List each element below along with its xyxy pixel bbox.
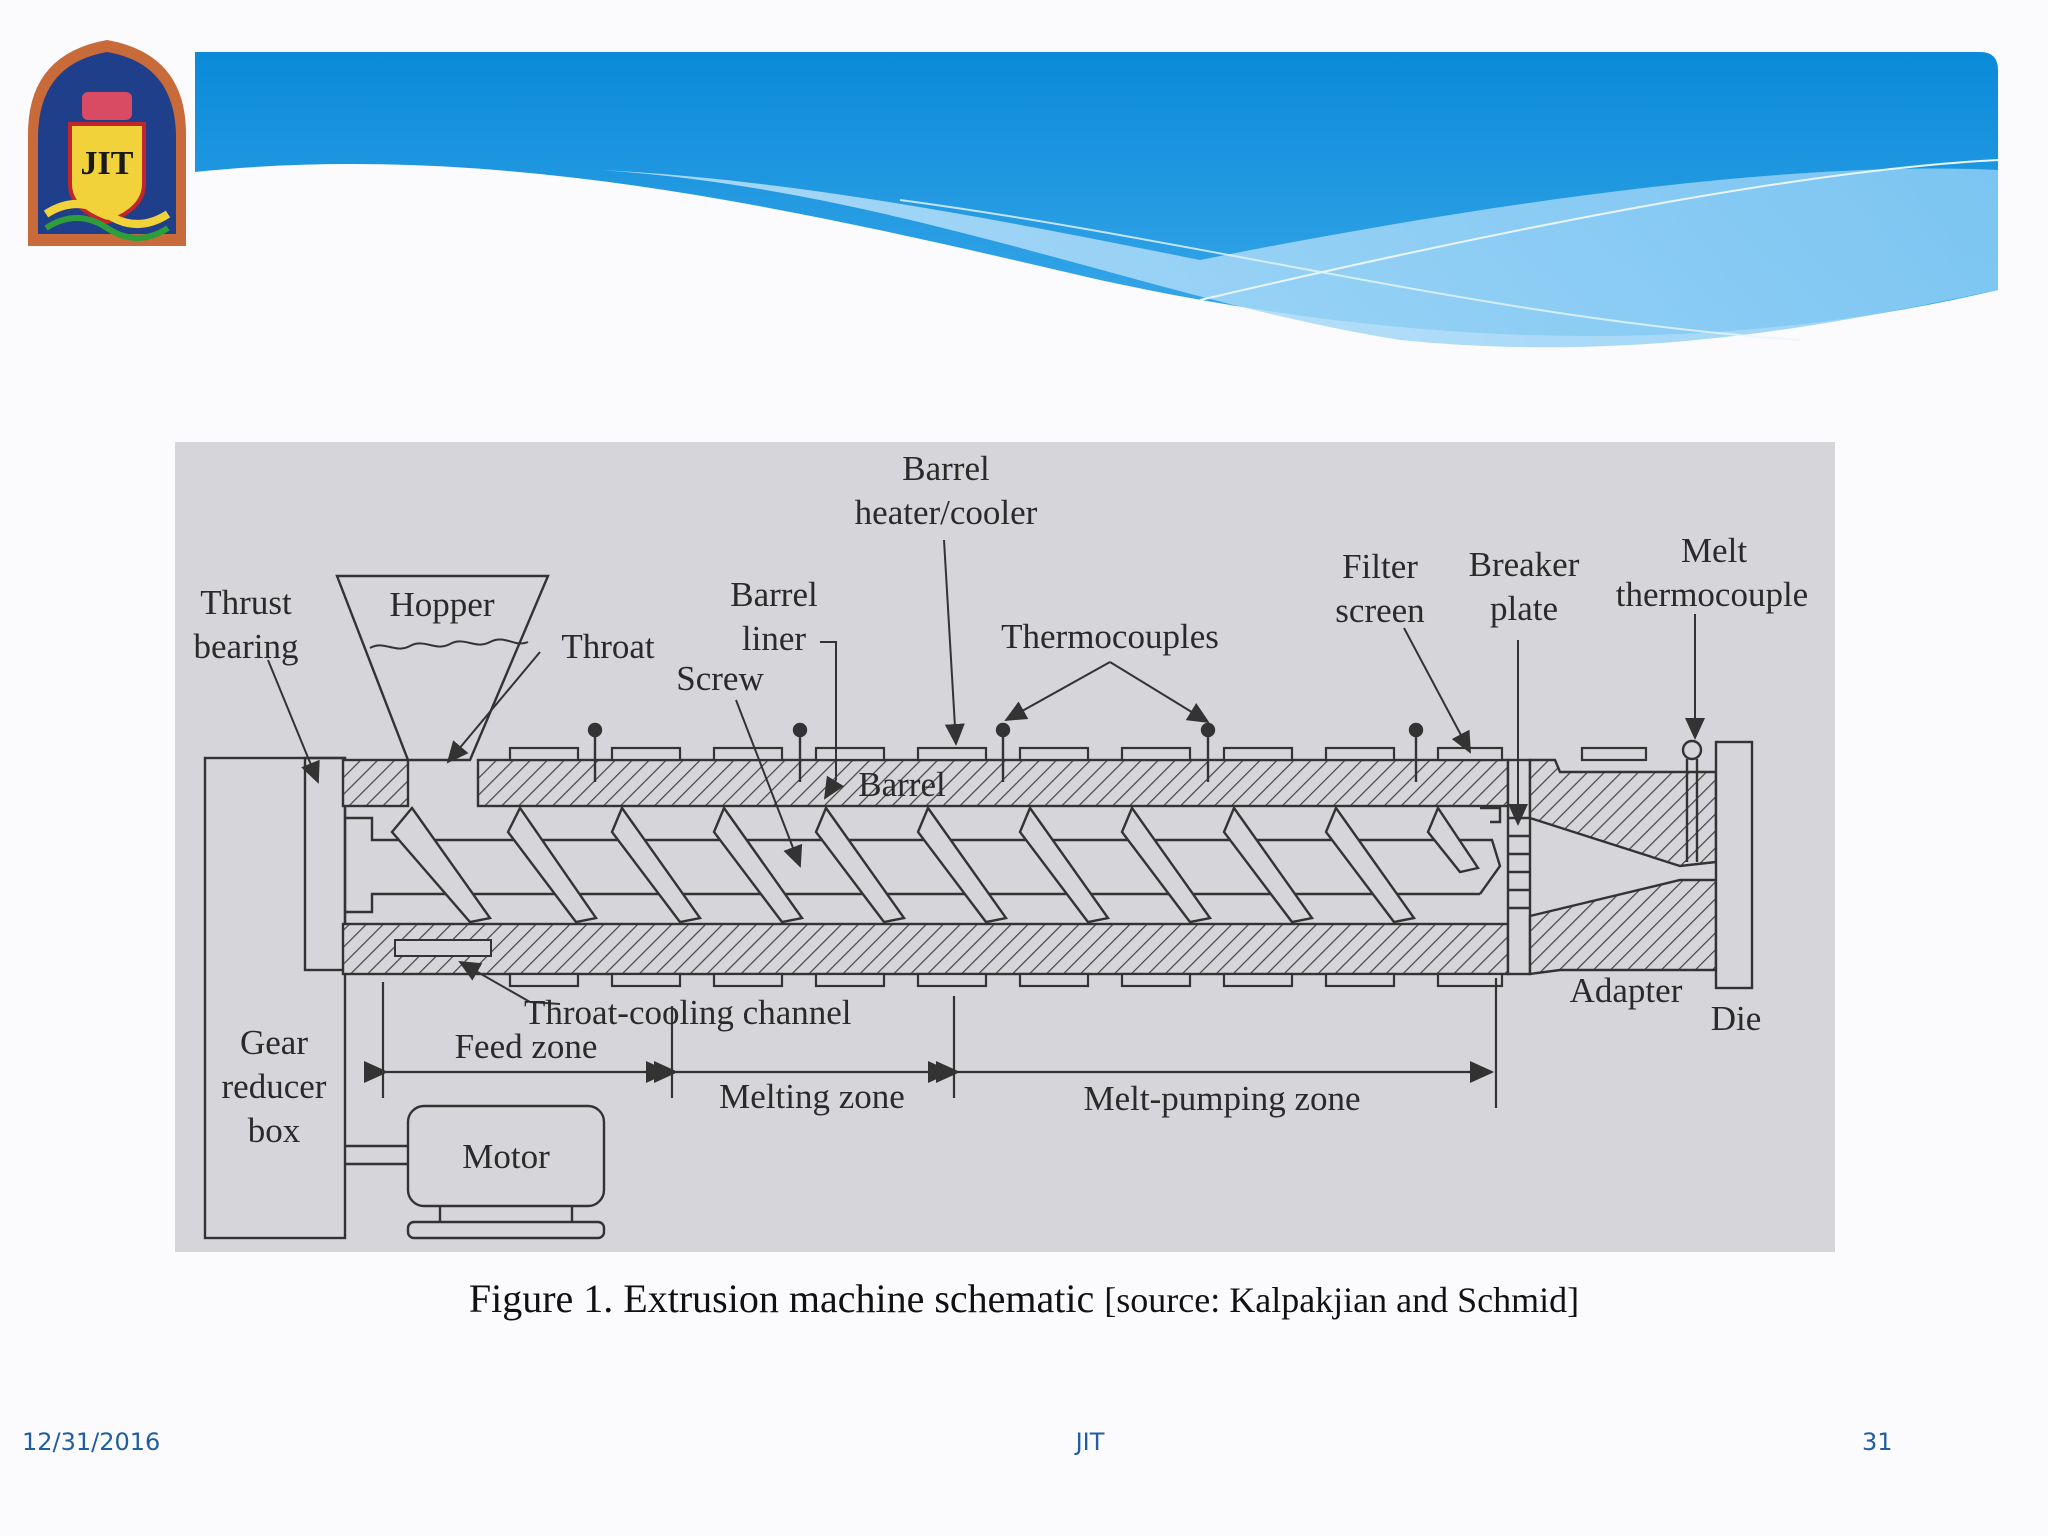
die [1714, 740, 1754, 990]
hopper [335, 574, 550, 762]
svg-text:JIT: JIT [81, 145, 134, 182]
label-barrel-liner-2: liner [742, 619, 806, 658]
caption-source: [source: Kalpakjian and Schmid] [1104, 1280, 1580, 1320]
zone-dimensions [364, 978, 1498, 1108]
label-breaker-plate-1: Breaker [1469, 545, 1580, 584]
heater-bands-bottom [508, 972, 1504, 988]
screw [345, 805, 1502, 924]
label-melt-pumping-zone: Melt-pumping zone [1083, 1079, 1360, 1118]
footer-date: 12/31/2016 [22, 1428, 161, 1456]
barrel-top-left [341, 758, 410, 808]
label-throat: Throat [561, 627, 655, 666]
label-gear-1: Gear [240, 1023, 308, 1062]
label-motor: Motor [462, 1137, 550, 1176]
label-barrel-heater-1: Barrel [902, 449, 990, 488]
label-throat-cooling-channel: Throat-cooling channel [524, 993, 852, 1032]
label-filter-screen-2: screen [1335, 591, 1424, 630]
footer-center: JIT [1075, 1428, 1105, 1456]
institution-logo: JIT [28, 40, 186, 246]
label-barrel-heater-2: heater/cooler [855, 493, 1038, 532]
label-melt-thermocouple-2: thermocouple [1616, 575, 1808, 614]
header-banner [195, 52, 1999, 348]
label-thermocouples: Thermocouples [1001, 617, 1219, 656]
melt-thermocouple [1681, 739, 1703, 862]
slide-number: 31 [1862, 1428, 1893, 1456]
label-hopper: Hopper [390, 585, 495, 624]
motor-body [406, 1104, 606, 1208]
label-barrel: Barrel [858, 765, 946, 804]
label-thrust-bearing-2: bearing [194, 627, 299, 666]
caption-main: Figure 1. Extrusion machine schematic [468, 1276, 1105, 1321]
label-melting-zone: Melting zone [719, 1077, 905, 1116]
label-gear-3: box [248, 1111, 301, 1150]
label-feed-zone: Feed zone [455, 1027, 598, 1066]
label-screw: Screw [676, 659, 764, 698]
label-gear-2: reducer [222, 1067, 327, 1106]
label-breaker-plate-2: plate [1490, 589, 1558, 628]
heater-bands-top [508, 746, 1648, 762]
barrel-top [476, 758, 1510, 808]
label-die: Die [1711, 999, 1762, 1038]
label-barrel-liner-1: Barrel [730, 575, 818, 614]
barrel-bottom [341, 922, 1510, 976]
extrusion-diagram: Barrel heater/cooler Thrust bearing Hopp… [194, 449, 1808, 1240]
thermocouple-probes [587, 722, 1424, 782]
label-thrust-bearing-1: Thrust [200, 583, 292, 622]
label-adapter: Adapter [1570, 971, 1683, 1010]
figure-caption: Figure 1. Extrusion machine schematic [s… [0, 1275, 2048, 1322]
label-melt-thermocouple-1: Melt [1681, 531, 1747, 570]
label-filter-screen-1: Filter [1342, 547, 1418, 586]
gear-reducer-box [203, 756, 347, 1240]
motor-base [406, 1220, 606, 1240]
throat-cooling-channel [394, 939, 492, 957]
